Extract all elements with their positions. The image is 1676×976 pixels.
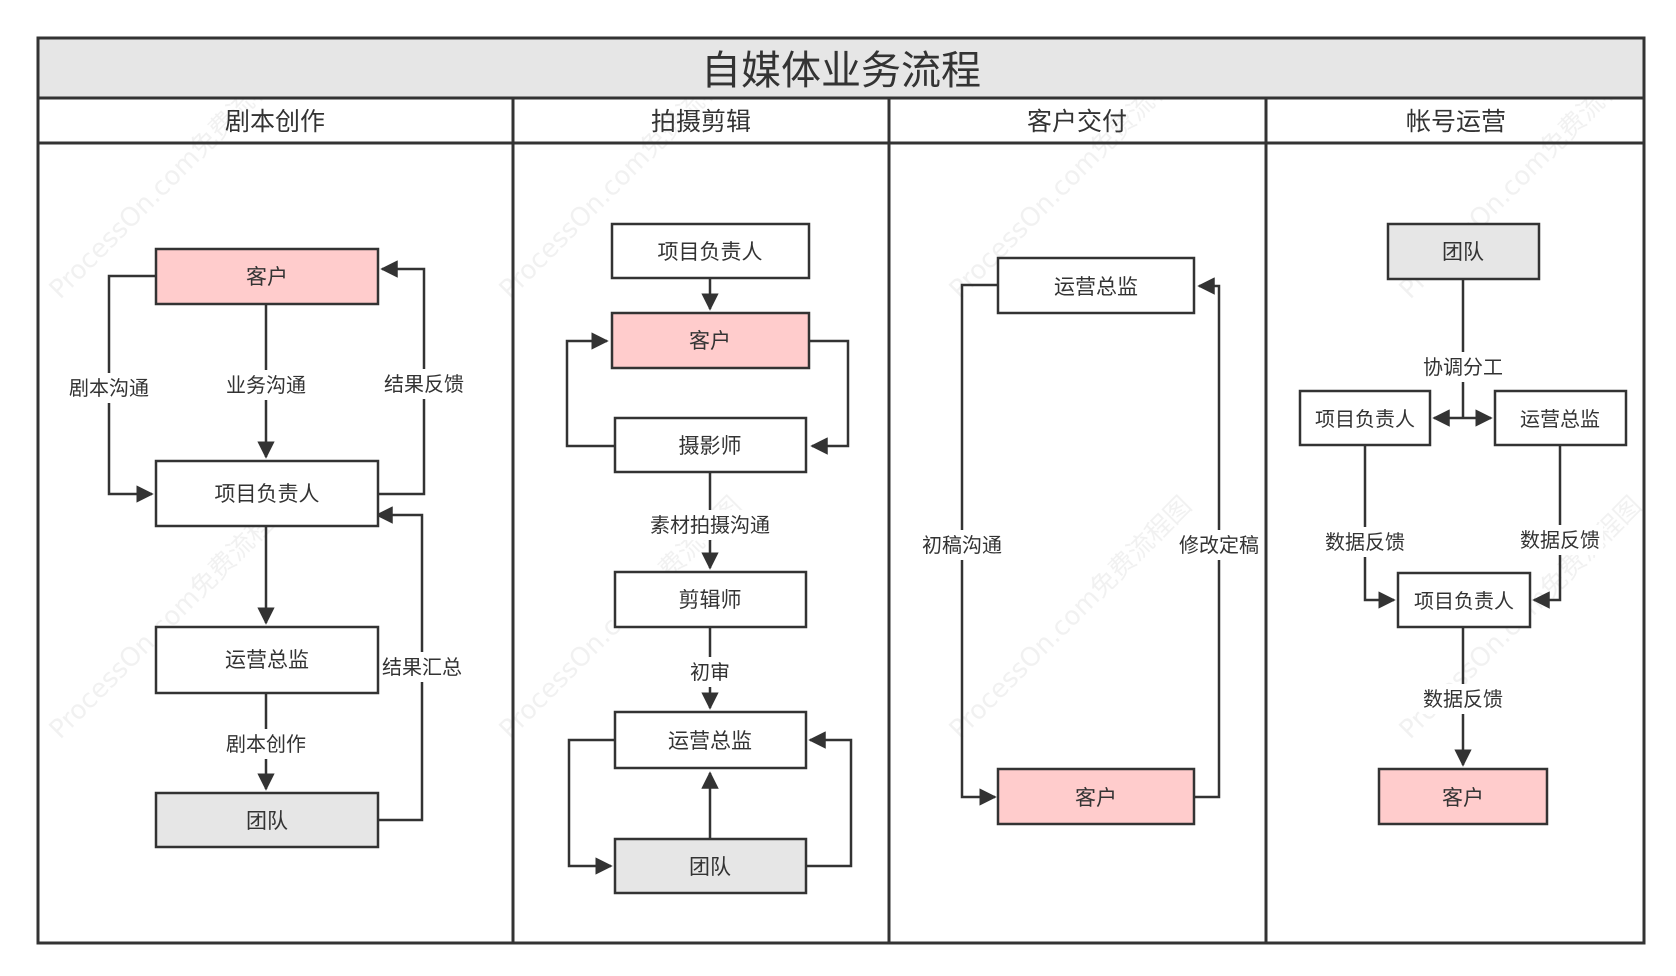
edge-photographer-to-client <box>565 332 615 448</box>
node-team[interactable] <box>613 837 808 895</box>
lane-script-nodes: 客户 项目负责人 运营总监 团队 <box>154 247 380 849</box>
node-client-label: 客户 <box>1075 786 1117 810</box>
node-client-label: 客户 <box>689 329 731 353</box>
node-client[interactable] <box>610 311 811 370</box>
edge-label-script-comm: 剧本沟通 <box>69 376 149 400</box>
edge-label-draft-comm: 初稿沟通 <box>922 533 1002 557</box>
edge-label-summary: 结果汇总 <box>382 655 462 679</box>
lane-operate-edges <box>1363 279 1562 767</box>
lane-shoot-edges <box>565 278 853 875</box>
edge-label-final-revision: 修改定稿 <box>1179 533 1259 557</box>
edge-pm-data-feedback <box>1363 445 1396 609</box>
lane-operate-edge-labels: 协调分工 数据反馈 数据反馈 数据反馈 <box>1322 352 1603 714</box>
lane-shoot-nodes: 项目负责人 客户 摄影师 剪辑师 运营总监 团队 <box>610 222 811 895</box>
node-editor-label: 剪辑师 <box>679 588 742 612</box>
edge-label-data-feedback-down: 数据反馈 <box>1423 687 1503 711</box>
node-client-label: 客户 <box>246 265 288 289</box>
node-team[interactable] <box>154 791 380 849</box>
node-team[interactable] <box>1386 222 1541 281</box>
lane-header-script: 剧本创作 <box>225 107 325 136</box>
node-photographer-label: 摄影师 <box>679 434 742 458</box>
node-ops-director[interactable] <box>1493 389 1628 447</box>
lane-header-shoot: 拍摄剪辑 <box>651 107 751 136</box>
node-ops-director-label: 运营总监 <box>225 648 309 672</box>
node-team-label: 团队 <box>689 855 731 879</box>
node-project-manager-label: 项目负责人 <box>1315 407 1415 431</box>
node-ops-director[interactable] <box>154 625 380 695</box>
node-client[interactable] <box>996 767 1196 826</box>
edge-label-data-feedback-right: 数据反馈 <box>1520 528 1600 552</box>
node-client-label: 客户 <box>1442 786 1484 810</box>
node-project-manager-2[interactable] <box>1396 571 1532 629</box>
lane-deliver-edge-labels: 初稿沟通 修改定稿 <box>919 530 1262 560</box>
edge-label-coordinate: 协调分工 <box>1423 355 1503 379</box>
lane-deliver-nodes: 运营总监 客户 <box>996 256 1196 826</box>
edge-label-material-comm: 素材拍摄沟通 <box>650 513 770 537</box>
lane-shoot-edge-labels: 素材拍摄沟通 初审 <box>649 510 771 687</box>
lane-header-deliver: 客户交付 <box>1027 107 1127 136</box>
lane-operate-nodes: 团队 项目负责人 运营总监 项目负责人 客户 <box>1298 222 1628 826</box>
node-team-label: 团队 <box>246 809 288 833</box>
edge-ops-to-team-left <box>567 738 615 875</box>
edge-ops-data-feedback <box>1532 445 1562 609</box>
node-team-label: 团队 <box>1442 240 1484 264</box>
node-photographer[interactable] <box>613 416 808 474</box>
edge-label-biz-comm: 业务沟通 <box>226 373 306 397</box>
node-project-manager[interactable] <box>610 222 811 280</box>
edge-client-to-photographer <box>809 339 850 455</box>
edge-label-script-write: 剧本创作 <box>226 732 306 756</box>
node-client[interactable] <box>154 247 380 306</box>
node-project-manager-2-label: 项目负责人 <box>1414 589 1514 613</box>
lane-header-operate: 帐号运营 <box>1406 107 1506 136</box>
node-project-manager-label: 项目负责人 <box>658 240 763 264</box>
node-ops-director-label: 运营总监 <box>1054 275 1138 299</box>
node-editor[interactable] <box>613 570 808 629</box>
node-ops-director-label: 运营总监 <box>1520 407 1600 431</box>
diagram-title: 自媒体业务流程 <box>701 48 981 94</box>
edge-label-initial-review: 初审 <box>690 660 730 684</box>
edge-label-data-feedback-left: 数据反馈 <box>1325 530 1405 554</box>
node-project-manager[interactable] <box>1298 389 1432 447</box>
node-ops-director[interactable] <box>996 256 1196 315</box>
watermark: ProcessOn.com免费流程图 <box>944 491 1198 745</box>
node-client[interactable] <box>1377 767 1549 826</box>
edge-team-to-ops-right <box>806 731 853 868</box>
title-bar <box>36 36 1646 100</box>
edge-label-feedback: 结果反馈 <box>384 372 464 396</box>
node-ops-director-label: 运营总监 <box>668 729 752 753</box>
watermark: ProcessOn.com免费流程图 <box>44 491 298 745</box>
node-ops-director[interactable] <box>613 710 808 770</box>
lane-script-edge-labels: 剧本沟通 业务沟通 结果反馈 结果汇总 剧本创作 <box>66 369 467 759</box>
swimlane-frame <box>36 96 1646 945</box>
node-project-manager-label: 项目负责人 <box>215 482 320 506</box>
node-project-manager[interactable] <box>154 459 380 528</box>
